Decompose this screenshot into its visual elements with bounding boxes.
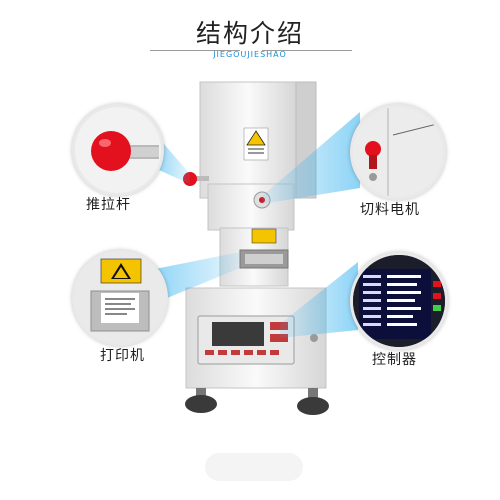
- beam-motor: [262, 112, 360, 204]
- controller-screen: [359, 269, 431, 339]
- label-controller: 控制器: [372, 352, 417, 368]
- power-switch: [310, 334, 318, 342]
- title-divider-right: [262, 50, 352, 51]
- zoom-controller: [350, 252, 448, 350]
- label-printer: 打印机: [100, 348, 145, 364]
- panel-screen: [212, 322, 264, 346]
- push-rod-ball: [91, 131, 131, 171]
- motor-screw: [369, 173, 377, 181]
- label-push-rod: 推拉杆: [86, 197, 131, 213]
- beam-controller: [280, 262, 358, 338]
- crush-warning-sticker: [251, 228, 277, 244]
- panel-buttons: [205, 322, 288, 355]
- zoom-cutting-motor: [350, 104, 446, 200]
- warning-icon: [246, 130, 266, 146]
- controller-readout-lines: [363, 275, 421, 326]
- page-subtitle: JIEGOUJIESHAO: [213, 50, 287, 59]
- beam-printer: [150, 252, 240, 305]
- zoom-printer: [72, 250, 168, 346]
- bottom-pill-placeholder: [205, 453, 303, 481]
- foot-right: [297, 397, 329, 415]
- foot-left: [185, 395, 217, 413]
- title-divider-left: [150, 50, 240, 51]
- label-cutting-motor: 切料电机: [360, 202, 420, 218]
- motor-red-knob: [365, 141, 381, 157]
- page-title: 结构介绍: [195, 19, 304, 48]
- zoom-push-rod: [72, 104, 164, 196]
